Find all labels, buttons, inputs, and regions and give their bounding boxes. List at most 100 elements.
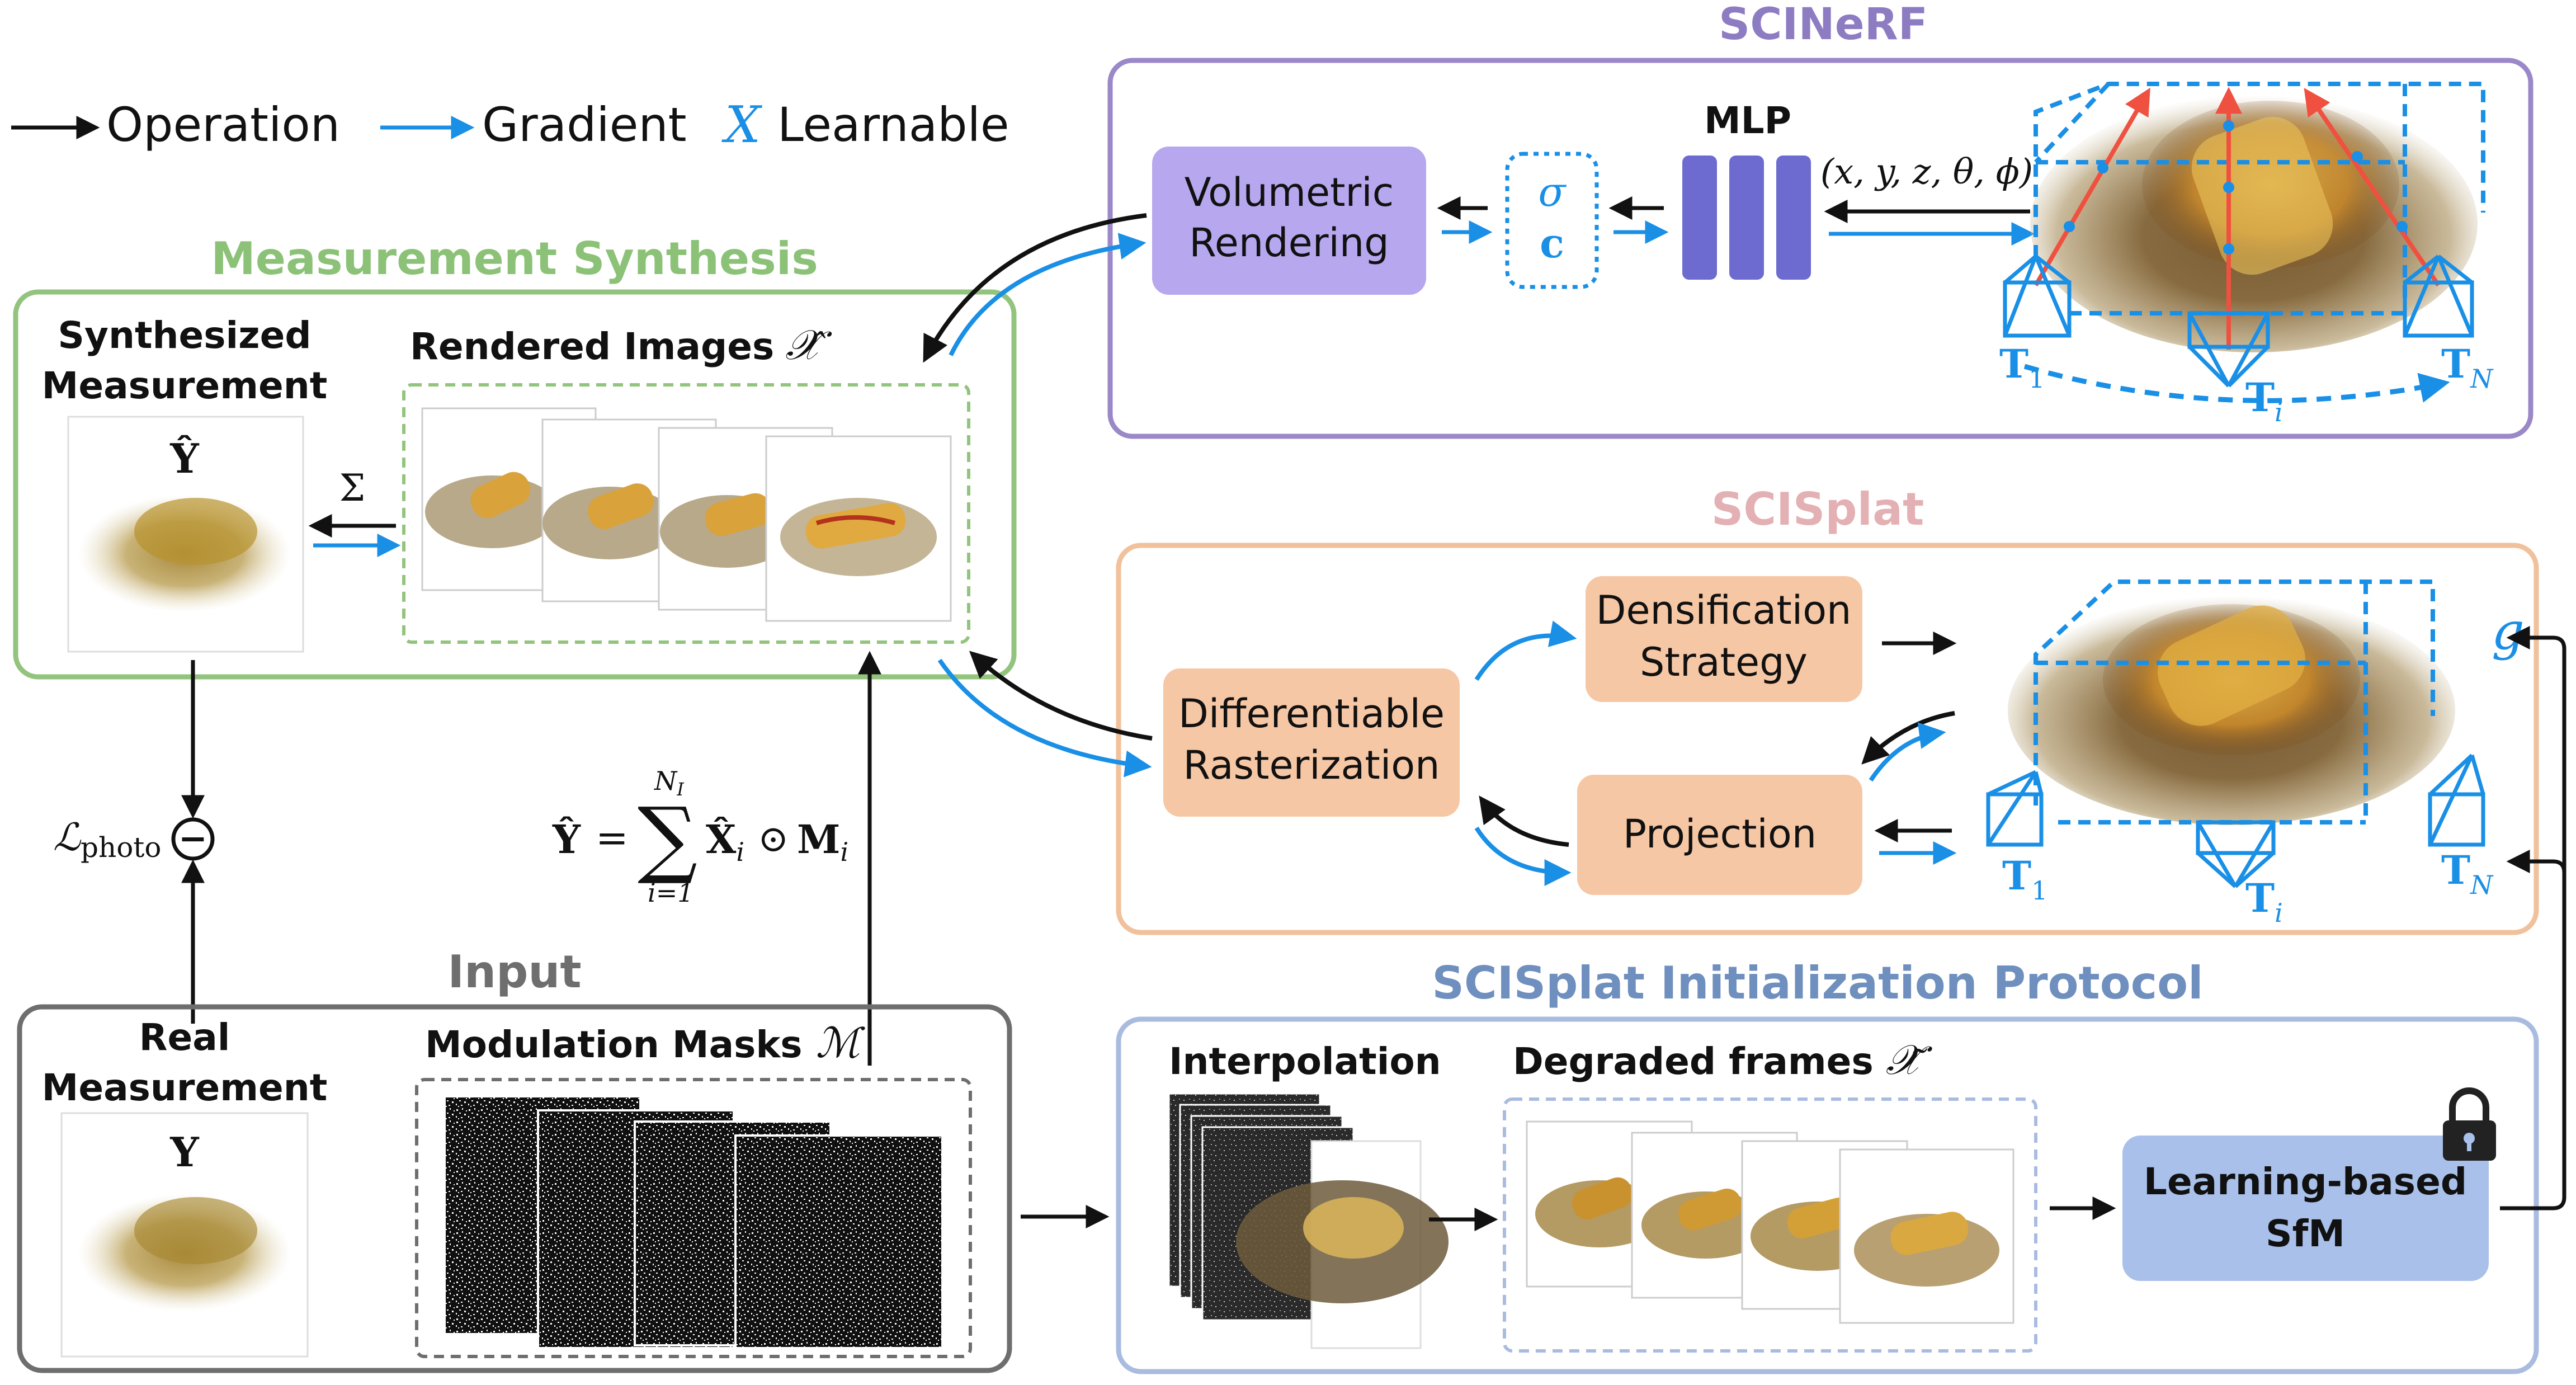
degraded-frame-4 bbox=[1839, 1148, 2014, 1324]
real-line2: Measurement bbox=[42, 1066, 328, 1109]
equation-x: X̂i bbox=[706, 816, 744, 867]
synth-line2: Measurement bbox=[42, 364, 328, 407]
scisplat-t1: T1 bbox=[2002, 852, 2047, 906]
real-line1: Real bbox=[139, 1016, 230, 1059]
arrow-volumetric-to-rendered bbox=[923, 213, 1147, 363]
arrow-sfm-to-tn bbox=[2506, 850, 2566, 873]
projection-box bbox=[1577, 775, 1862, 895]
rendered-image-1 bbox=[421, 407, 597, 591]
equation-eq: = bbox=[596, 815, 629, 861]
legend-learnable-symbol: X bbox=[721, 96, 763, 154]
scinerf-tn: TN bbox=[2441, 341, 2494, 394]
y-label: Y bbox=[169, 1128, 200, 1176]
scinerf-title: SCINeRF bbox=[1719, 0, 1928, 50]
equation-lower: i=1 bbox=[648, 878, 694, 908]
diff-line2: Rasterization bbox=[1183, 742, 1440, 788]
scisplat-camera-frustum bbox=[2034, 580, 2435, 825]
c-label: c bbox=[1540, 219, 1564, 267]
scisplat-camera-i-icon bbox=[2196, 820, 2276, 888]
synthesis-equation: Ŷ = ∑ NI i=1 X̂i ⊙ Mi bbox=[552, 766, 848, 908]
arrow-projection-to-diff bbox=[1479, 795, 1569, 847]
scisplat-camera-n-icon bbox=[2428, 753, 2485, 847]
mlp-bar-3 bbox=[1776, 156, 1811, 280]
mlp-label: MLP bbox=[1704, 99, 1791, 142]
scinerf-camera-n-icon bbox=[2403, 255, 2474, 338]
scinerf-ti: Ti bbox=[2245, 374, 2283, 427]
scisplat-tn: TN bbox=[2441, 847, 2494, 900]
interpolation-stack bbox=[1168, 1092, 1449, 1349]
arrow-diff-to-rendered bbox=[969, 651, 1153, 741]
degraded-box bbox=[1503, 1097, 2037, 1353]
synth-line1: Synthesized bbox=[58, 314, 311, 357]
legend: Operation Gradient X Learnable bbox=[11, 96, 1009, 154]
equation-lhs: Ŷ bbox=[552, 816, 581, 863]
modulation-mask-stack bbox=[444, 1095, 943, 1349]
scinerf-rays bbox=[2034, 87, 2441, 350]
sigma-label: σ bbox=[1538, 168, 1567, 215]
densification-strategy-box bbox=[1586, 576, 1862, 702]
legend-gradient: Gradient bbox=[482, 97, 687, 152]
scisplat-frame bbox=[1116, 543, 2539, 935]
mask-4 bbox=[734, 1134, 943, 1349]
dens-line1: Densification bbox=[1596, 587, 1852, 633]
lock-icon bbox=[2443, 1087, 2496, 1161]
scinerf-camera-1-icon bbox=[2003, 255, 2072, 338]
input-title: Input bbox=[447, 946, 581, 998]
arrow-rendered-to-volumetric-grad bbox=[949, 233, 1147, 356]
measurement-synthesis-panel: Measurement Synthesis Synthesized Measur… bbox=[13, 233, 1017, 1066]
volumetric-line1: Volumetric bbox=[1185, 169, 1394, 215]
sfm-box bbox=[2122, 1136, 2489, 1281]
rendered-images-box bbox=[402, 383, 970, 644]
scinerf-t1: T1 bbox=[1999, 341, 2045, 394]
projection-label: Projection bbox=[1623, 811, 1817, 857]
scisplat-camera-1-icon bbox=[1986, 770, 2044, 847]
equation-m: Mi bbox=[797, 816, 848, 867]
legend-learnable: Learnable bbox=[777, 97, 1009, 152]
input-frame bbox=[17, 1004, 1012, 1373]
scisplat-ti: Ti bbox=[2245, 875, 2283, 928]
input-panel: Input Real Measurement Y Modulation Mask… bbox=[17, 946, 1012, 1373]
degraded-frame-stack bbox=[1526, 1120, 2014, 1324]
scisplat-title: SCISplat bbox=[1711, 483, 1924, 535]
scisplat-scene bbox=[2008, 596, 2455, 825]
init-frame bbox=[1116, 1016, 2539, 1374]
arrow-diff-to-projection-grad bbox=[1474, 826, 1572, 886]
mlp-bar-2 bbox=[1729, 156, 1764, 280]
interpolation-label: Interpolation bbox=[1169, 1040, 1441, 1083]
diff-line1: Differentiable bbox=[1178, 691, 1445, 737]
rendered-image-stack bbox=[421, 407, 952, 622]
arrow-projection-to-scene-grad bbox=[1869, 722, 1946, 782]
degraded-frame-2 bbox=[1631, 1132, 1798, 1299]
scinerf-camera-i-icon bbox=[2187, 311, 2270, 388]
measurement-title: Measurement Synthesis bbox=[211, 233, 818, 285]
dens-line2: Strategy bbox=[1640, 639, 1808, 685]
scinerf-scene bbox=[2030, 95, 2478, 352]
sigma-sum-label: Σ bbox=[339, 467, 366, 510]
loss-label: ℒphoto bbox=[53, 816, 162, 864]
arrow-rendered-to-diff-grad bbox=[937, 658, 1152, 778]
arrow-scene-to-projection bbox=[1861, 711, 1955, 765]
arrow-sfm-to-g bbox=[2500, 626, 2566, 1210]
sigma-c-box bbox=[1505, 152, 1599, 289]
masks-box bbox=[415, 1078, 972, 1358]
mlp-bar-1 bbox=[1682, 156, 1717, 280]
scinerf-sample-points bbox=[2064, 120, 2408, 255]
yhat-label: Ŷ bbox=[169, 435, 200, 482]
arrow-diff-to-dens bbox=[1474, 620, 1577, 681]
scinerf-panel: SCINeRF Volumetric Rendering σ c MLP (x,… bbox=[1107, 0, 2533, 439]
legend-operation: Operation bbox=[106, 97, 340, 152]
scisplat-g: g bbox=[2492, 601, 2525, 661]
volumetric-rendering-box bbox=[1152, 147, 1426, 295]
sfm-line1: Learning-based bbox=[2144, 1160, 2467, 1203]
scinerf-camera-trajectory bbox=[2023, 364, 2450, 403]
scisplat-panel: SCISplat Differentiable Rasterization De… bbox=[1116, 483, 2539, 935]
init-title: SCISplat Initialization Protocol bbox=[1432, 957, 2203, 1009]
minus-node bbox=[171, 817, 215, 861]
volumetric-line2: Rendering bbox=[1189, 220, 1389, 266]
equation-sum: ∑ bbox=[638, 790, 697, 887]
rendered-image-4 bbox=[765, 435, 952, 622]
